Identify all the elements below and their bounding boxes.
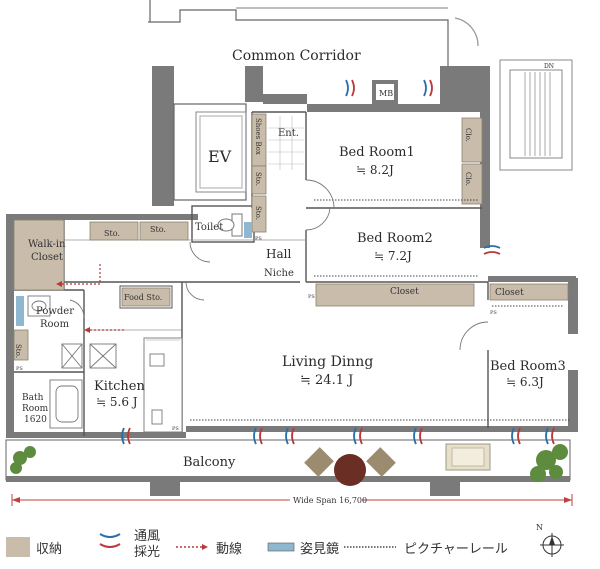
legend-storage-label: 収納 <box>36 542 62 557</box>
kitchen-label: Kitchen <box>94 379 145 394</box>
wide-span-bg <box>290 494 362 505</box>
bath-label-1: Bath <box>22 393 44 403</box>
sto-label-powder: Sto. <box>14 344 22 358</box>
legend <box>6 533 396 557</box>
bed-room1-area: ≒ 8.2J <box>356 163 394 177</box>
balcony-label: Balcony <box>183 455 236 470</box>
toilet-fixture <box>217 213 243 237</box>
legend-picture-rail-label: ピクチャーレール <box>404 542 508 557</box>
walkin-label-2: Closet <box>31 252 63 263</box>
mirror-toilet <box>244 222 252 238</box>
fixtures <box>27 295 183 433</box>
compass-icon <box>540 533 564 557</box>
bed-room1-label: Bed Room1 <box>339 145 415 160</box>
shoes-box-label: Shoes Box <box>254 118 262 155</box>
exterior-walls <box>6 66 578 438</box>
sto-label-entry-2: Sto. <box>254 206 262 220</box>
niche-label: Niche <box>264 268 294 279</box>
legend-ventilation-label: 通風 <box>134 529 160 544</box>
closet-label-bed2: Closet <box>390 287 419 297</box>
ent-label: Ent. <box>278 128 299 139</box>
legend-mirror-label: 姿見鏡 <box>300 541 339 557</box>
flow-arrows <box>58 264 124 331</box>
compass-label: N <box>536 523 543 532</box>
doors <box>69 179 489 447</box>
ev-label: EV <box>208 147 232 166</box>
ps-label-4: PS <box>308 294 315 300</box>
ps-label-3: PS <box>172 426 179 432</box>
kitchen-area: ≒ 5.6 J <box>96 395 138 409</box>
bed-room2-label: Bed Room2 <box>357 231 433 246</box>
common-corridor-label: Common Corridor <box>232 48 361 64</box>
powder-label-2: Room <box>40 319 70 330</box>
bath-label-3: 1620 <box>24 415 47 425</box>
flow-arrowhead-2 <box>84 327 90 333</box>
closet-label-bed3: Closet <box>495 288 524 298</box>
living-label: Living Dinng <box>282 354 373 370</box>
clo-label-2: Clo. <box>464 172 472 186</box>
mb-label: MB <box>379 89 393 98</box>
dn-label: DN <box>544 63 554 70</box>
bed-room3-area: ≒ 6.3J <box>506 375 544 389</box>
legend-lighting-label: 採光 <box>134 545 160 560</box>
picture-rails <box>190 199 570 421</box>
ps-label-5: PS <box>490 310 497 316</box>
powder-label-1: Powder <box>36 306 74 317</box>
balcony <box>5 439 571 496</box>
hall-label: Hall <box>266 247 291 261</box>
stairs <box>499 59 573 171</box>
legend-flow-label: 動線 <box>216 541 242 557</box>
flow-arrowhead-1 <box>56 281 62 287</box>
ps-label-2: PS <box>16 366 23 372</box>
toilet-label: Toilet <box>195 222 223 233</box>
sto-label-entry: Sto. <box>254 172 262 186</box>
walkin-label-1: Walk-in <box>28 239 66 250</box>
sto-label-2: Sto. <box>150 225 166 234</box>
bath-label-2: Room <box>22 404 49 414</box>
bed-room2-area: ≒ 7.2J <box>374 249 412 263</box>
sto-label-1: Sto. <box>104 229 120 238</box>
food-sto-label: Food Sto. <box>124 293 162 302</box>
bed-room3-label: Bed Room3 <box>490 359 566 374</box>
ps-label-1: PS <box>255 236 262 242</box>
legend-storage-swatch <box>6 537 30 557</box>
mirror-powder <box>16 296 24 326</box>
corridor-outline <box>148 0 479 80</box>
interior-walls <box>14 111 489 436</box>
ventilation-arrows <box>121 79 555 445</box>
clo-label-1: Clo. <box>464 128 472 142</box>
wide-span-label: Wide Span 16,700 <box>293 496 367 505</box>
elevator <box>173 103 247 201</box>
entry-tile-grid <box>268 116 304 170</box>
meter-box <box>372 80 398 104</box>
storage-areas <box>13 113 569 361</box>
living-area: ≒ 24.1 J <box>300 373 353 388</box>
